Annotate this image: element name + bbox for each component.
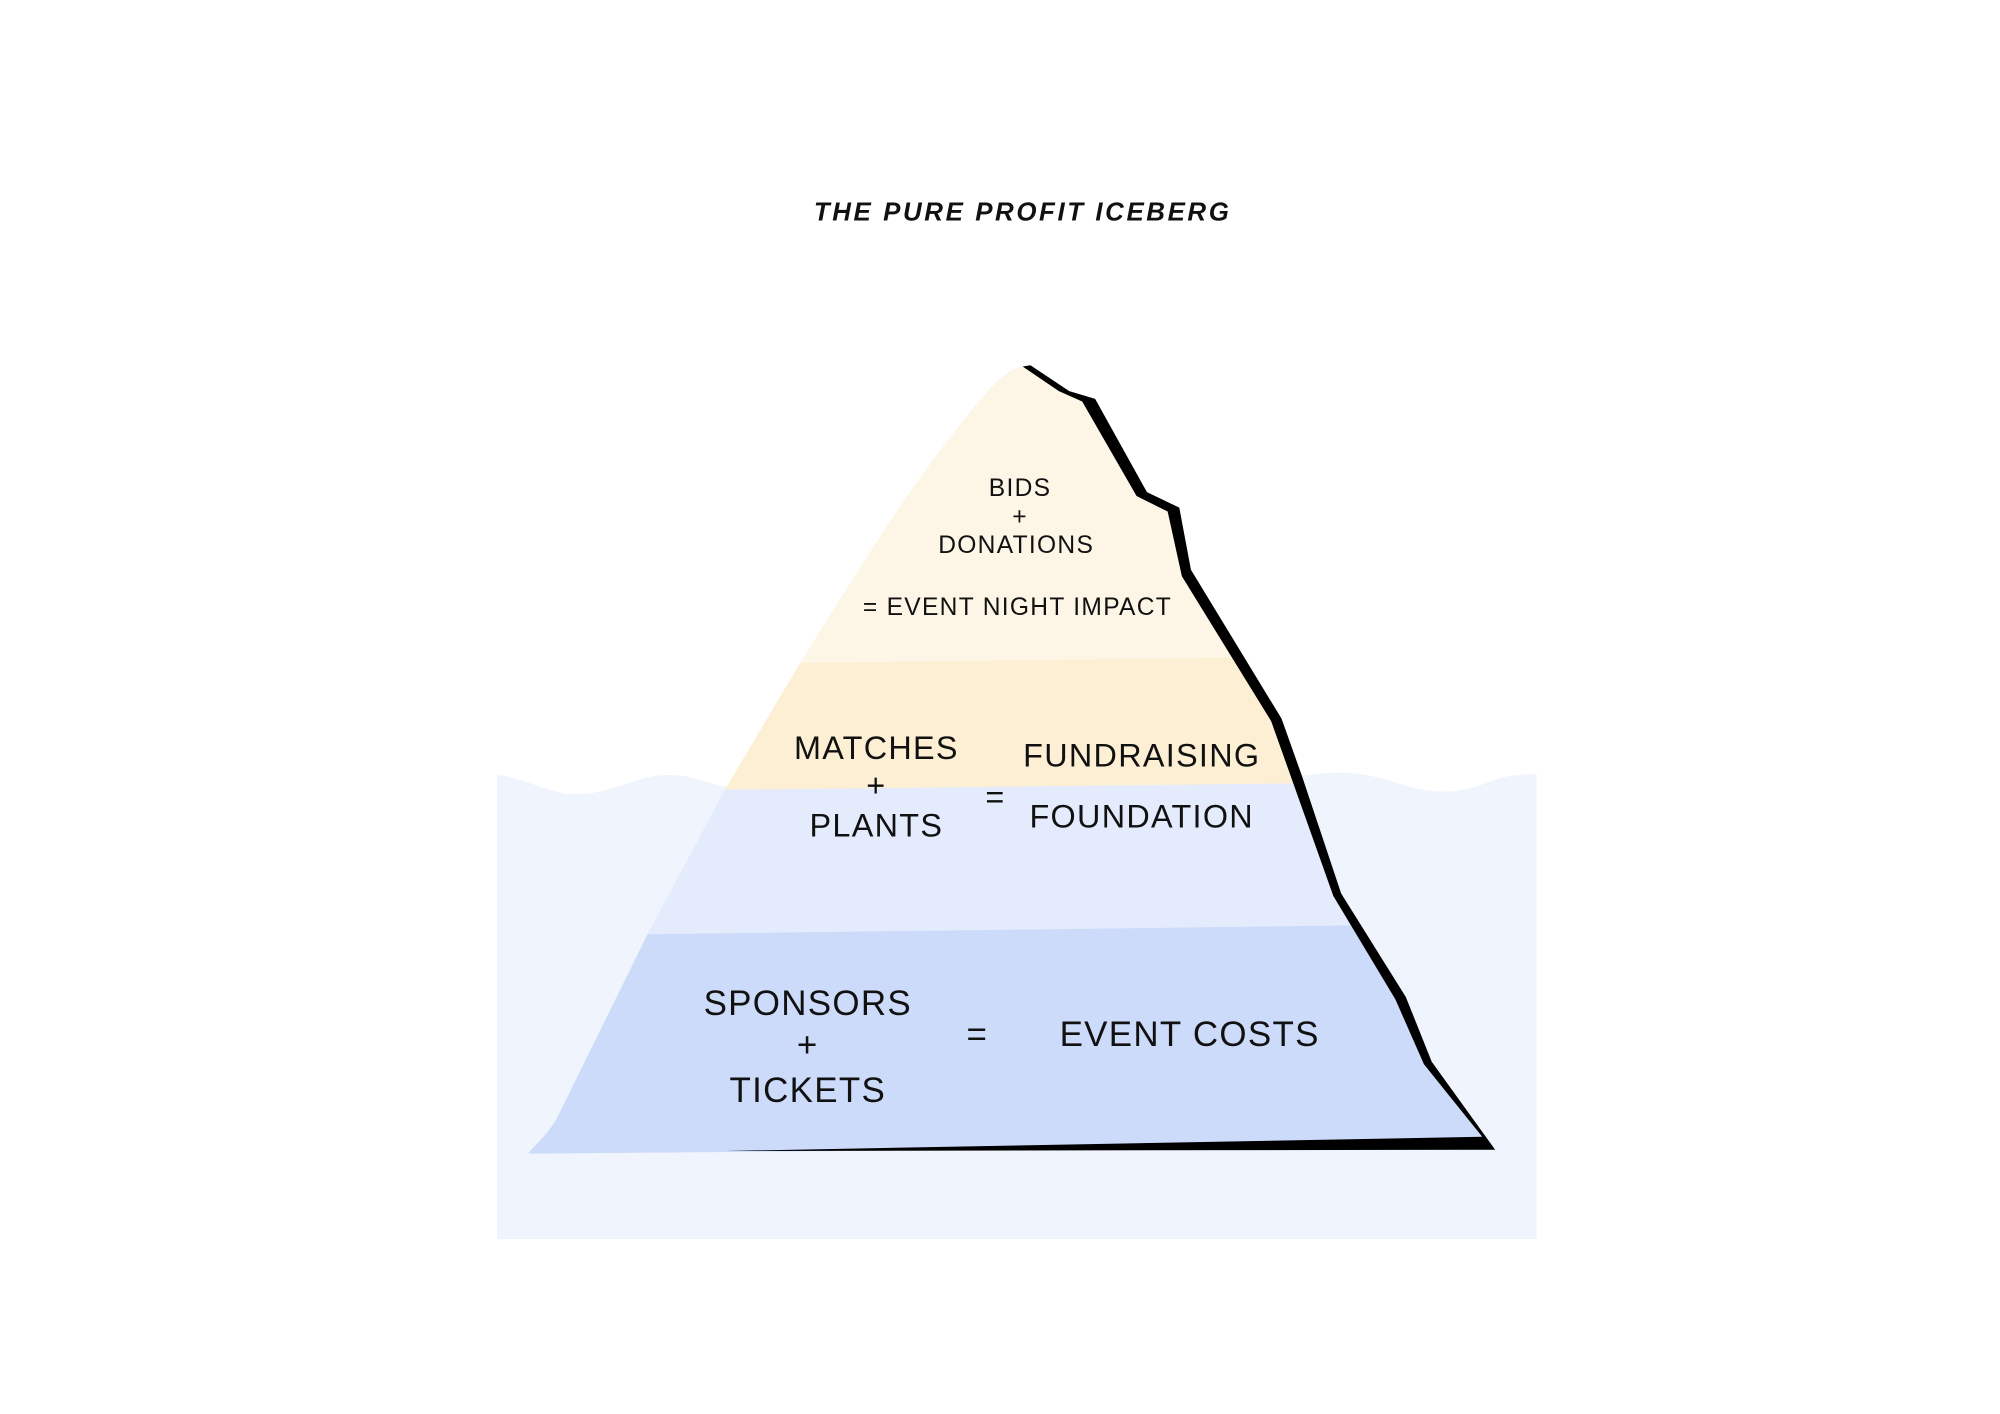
- tier-1-line2: DONATIONS: [938, 532, 1094, 559]
- tier-3-equals: =: [966, 1015, 988, 1054]
- tier-1-result: = EVENT NIGHT IMPACT: [863, 594, 1172, 621]
- tier-2-equals: =: [985, 779, 1005, 815]
- tier-3-line2: TICKETS: [729, 1071, 886, 1110]
- tier-2-line1: MATCHES: [794, 730, 959, 766]
- tier-2-line2: PLANTS: [810, 807, 944, 843]
- tier-1-line1: BIDS: [989, 475, 1052, 502]
- tier-2-result1: FUNDRAISING: [1023, 738, 1260, 774]
- iceberg: [528, 366, 1489, 1154]
- diagram-title: THE PURE PROFIT ICEBERG: [814, 198, 1232, 226]
- tier-1-plus: +: [1012, 503, 1028, 530]
- tier-3-band: [528, 780, 1489, 937]
- tier-3-line1: SPONSORS: [704, 984, 912, 1023]
- tier-3-result: EVENT COSTS: [1060, 1015, 1320, 1054]
- tier-2-plus: +: [866, 767, 886, 803]
- tier-3-plus: +: [797, 1026, 819, 1065]
- tier-4-band: [528, 923, 1489, 1154]
- tier-2-band: [528, 653, 1489, 793]
- tier-2-result2: FOUNDATION: [1030, 798, 1254, 834]
